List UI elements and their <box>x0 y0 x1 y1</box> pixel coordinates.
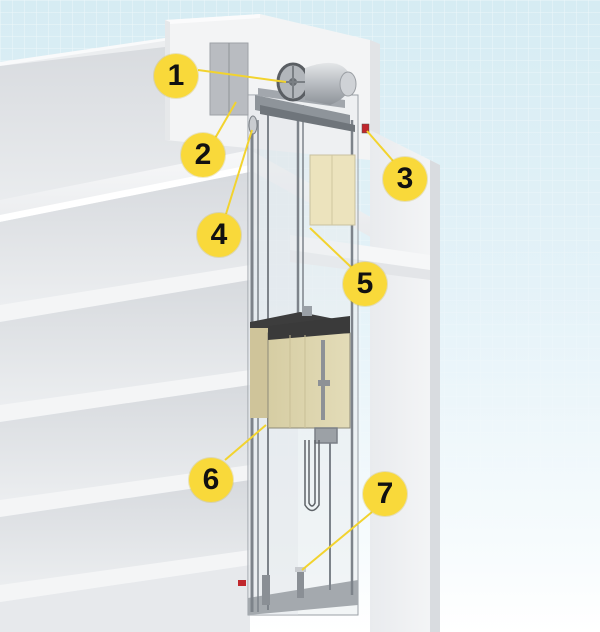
landing-door <box>309 154 356 226</box>
callout-4-deflector-pulley: 4 <box>197 213 241 257</box>
callout-7-pit-buffer: 7 <box>363 472 407 516</box>
callout-1-traction-sheave: 1 <box>154 54 198 98</box>
callout-number: 6 <box>202 463 220 496</box>
leader-lines <box>197 69 395 571</box>
elevator-car <box>250 306 351 429</box>
controller-cabinet <box>209 42 249 116</box>
traction-machine <box>276 62 357 105</box>
callout-6-car-safety-gear: 6 <box>189 458 233 502</box>
callout-3-machine-room-switch: 3 <box>383 157 427 201</box>
callout-number: 7 <box>376 477 394 510</box>
callout-number: 1 <box>167 59 185 92</box>
pit-buffer <box>262 567 306 605</box>
callout-5-guide-rail: 5 <box>343 262 387 306</box>
callout-number: 2 <box>194 138 212 171</box>
deflector-pulley <box>248 115 258 135</box>
pit-switch <box>238 580 246 586</box>
callout-2-controller-cabinet: 2 <box>181 133 225 177</box>
building-floors <box>0 36 430 632</box>
callout-number: 3 <box>396 162 414 195</box>
machine-room-switch <box>361 123 370 134</box>
callout-number: 5 <box>356 267 374 300</box>
callout-number: 4 <box>210 218 228 251</box>
travelling-cable <box>304 427 338 512</box>
